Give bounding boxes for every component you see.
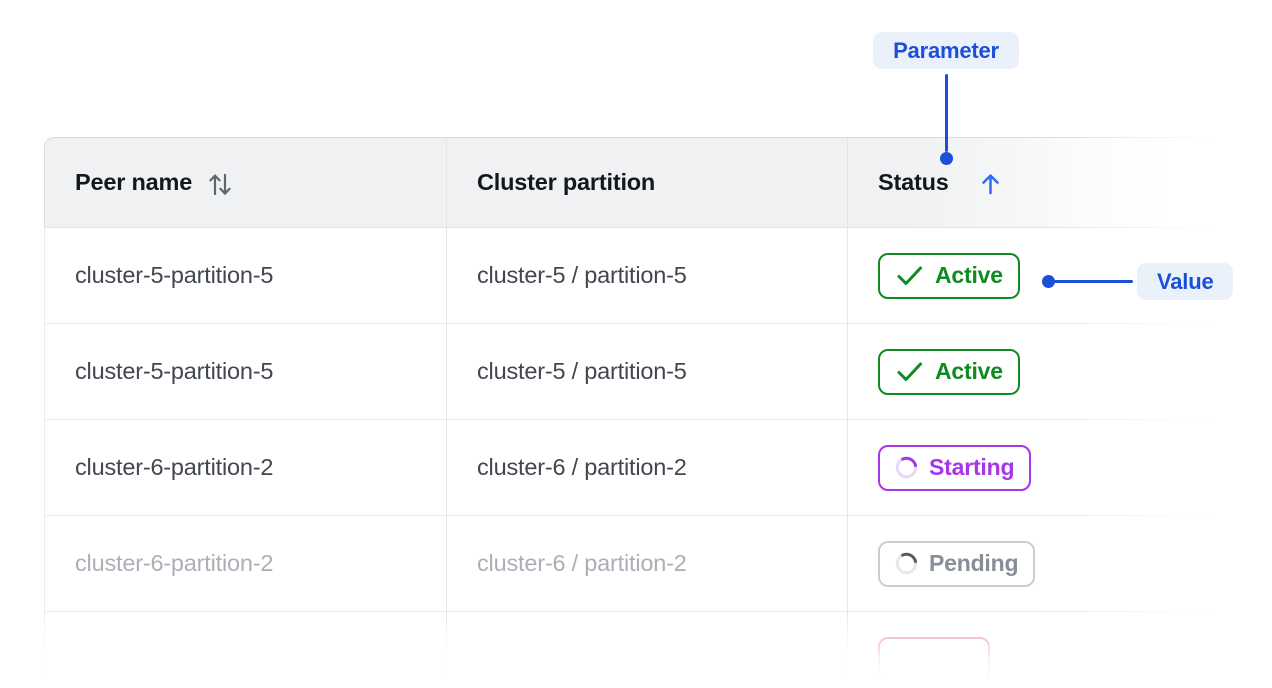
cell-status: Active bbox=[847, 228, 1211, 323]
sort-asc-arrow-icon bbox=[980, 172, 1001, 195]
peers-table: Peer name Cluster partition Status clust… bbox=[44, 137, 1210, 688]
table-row[interactable]: cluster-6-partition-2 cluster-6 / partit… bbox=[44, 516, 1210, 612]
cell-cluster-partition: cluster-5 / partition-5 bbox=[446, 228, 847, 323]
table-body: cluster-5-partition-5 cluster-5 / partit… bbox=[44, 228, 1210, 688]
table-row[interactable] bbox=[44, 612, 1210, 688]
parameter-callout-label: Parameter bbox=[893, 37, 999, 63]
cell-status bbox=[847, 612, 1211, 688]
check-icon bbox=[895, 264, 924, 287]
column-header-cluster-partition[interactable]: Cluster partition bbox=[446, 138, 847, 227]
cell-peer-name: cluster-6-partition-2 bbox=[75, 550, 274, 576]
cell-peer-name: cluster-5-partition-5 bbox=[75, 358, 274, 384]
parameter-callout-pill: Parameter bbox=[873, 32, 1019, 69]
cell-status: Starting bbox=[847, 420, 1211, 515]
status-badge-active: Active bbox=[878, 252, 1020, 299]
column-header-status[interactable]: Status bbox=[847, 138, 1211, 227]
cell-status: Pending bbox=[847, 516, 1211, 611]
table-row[interactable]: cluster-5-partition-5 cluster-5 / partit… bbox=[44, 324, 1210, 420]
sort-updown-icon bbox=[207, 170, 233, 199]
parameter-callout-line bbox=[945, 74, 948, 152]
cell-status: Active bbox=[847, 324, 1211, 419]
value-callout-line bbox=[1048, 280, 1133, 283]
value-callout-pill: Value bbox=[1137, 263, 1234, 300]
status-badge-active: Active bbox=[878, 348, 1020, 395]
cell-peer-name bbox=[45, 612, 446, 688]
cell-peer-name: cluster-6-partition-2 bbox=[75, 454, 274, 480]
status-badge-pending: Pending bbox=[878, 540, 1036, 587]
table-header-row: Peer name Cluster partition Status bbox=[44, 137, 1210, 228]
spinner-icon bbox=[895, 552, 918, 575]
value-callout-label: Value bbox=[1157, 268, 1214, 294]
status-badge-error bbox=[878, 636, 990, 683]
table-row[interactable]: cluster-6-partition-2 cluster-6 / partit… bbox=[44, 420, 1210, 516]
check-icon bbox=[895, 360, 924, 383]
column-header-label: Status bbox=[878, 169, 949, 195]
cell-cluster-partition: cluster-6 / partition-2 bbox=[446, 516, 847, 611]
column-header-label: Peer name bbox=[75, 169, 193, 195]
cell-cluster-partition: cluster-6 / partition-2 bbox=[446, 420, 847, 515]
cell-peer-name: cluster-5-partition-5 bbox=[75, 262, 274, 288]
table-row[interactable]: cluster-5-partition-5 cluster-5 / partit… bbox=[44, 228, 1210, 324]
column-header-label: Cluster partition bbox=[477, 169, 656, 195]
cell-cluster-partition: cluster-5 / partition-5 bbox=[446, 324, 847, 419]
column-header-peer-name[interactable]: Peer name bbox=[45, 138, 446, 227]
status-badge-starting: Starting bbox=[878, 444, 1032, 491]
cell-cluster-partition bbox=[446, 612, 847, 688]
spinner-icon bbox=[895, 456, 918, 479]
parameter-callout-dot bbox=[940, 152, 953, 165]
